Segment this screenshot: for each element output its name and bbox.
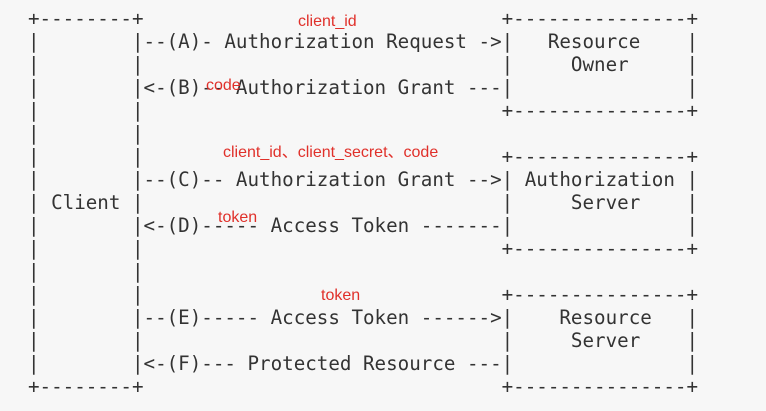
annotation-client-id-secret-code: client_id、client_secret、code [223,144,439,161]
diagram-line-17: +--------+ +---------------+ [28,375,699,398]
diagram-line-12: | | [28,260,144,283]
diagram-line-2: | |--(A)- Authorization Request ->| Reso… [28,30,699,53]
annotation-token-access: token [218,209,258,226]
diagram-line-9: | Client | | Server | [28,191,699,214]
annotation-code: code [206,77,241,94]
diagram-line-11: | | +---------------+ [28,237,699,260]
diagram-line-1: +--------+ +---------------+ [28,7,699,30]
annotation-token-resource: token [321,287,361,304]
annotation-client-id: client_id [298,13,357,30]
diagram-line-15: | | | Server | [28,329,699,352]
diagram-line-16: | |<-(F)--- Protected Resource ---| | [28,352,699,375]
diagram-line-10: | |<-(D)----- Access Token -------| | [28,214,699,237]
diagram-line-7: | | +---------------+ [28,145,699,168]
diagram-line-4: | |<-(B)-- Authorization Grant ---| | [28,76,699,99]
oauth-flow-ascii-diagram: +--------+ +---------------+| |--(A)- Au… [28,7,698,398]
diagram-line-13: | | +---------------+ [28,283,699,306]
diagram-line-8: | |--(C)-- Authorization Grant -->| Auth… [28,168,699,191]
diagram-line-3: | | | Owner | [28,53,699,76]
diagram-line-6: | | [28,122,144,145]
diagram-line-5: | | +---------------+ [28,99,699,122]
diagram-line-14: | |--(E)----- Access Token ------>| Reso… [28,306,699,329]
